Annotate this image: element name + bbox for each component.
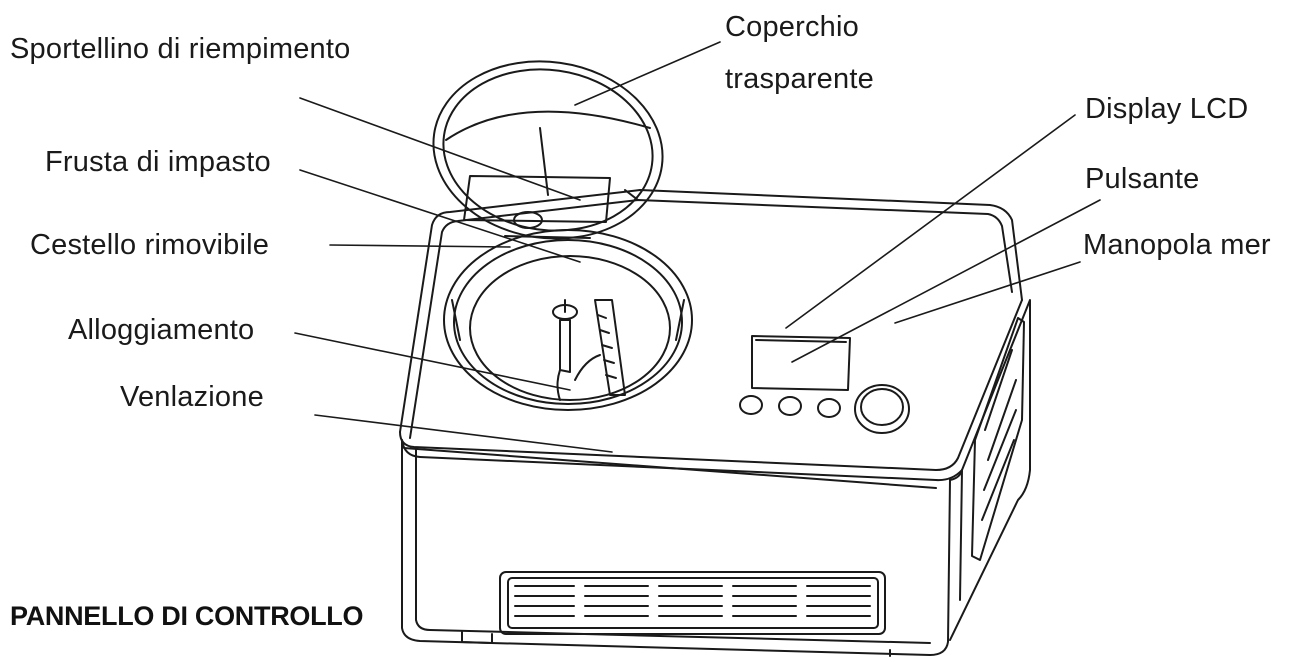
- label-knob: Manopola mer: [1083, 229, 1271, 261]
- transparent-lid: [432, 60, 664, 240]
- kneading-paddle: [552, 299, 626, 401]
- leader-lines: [294, 41, 1101, 453]
- machine-top: [399, 189, 1023, 489]
- front-vent-grill: [499, 571, 886, 635]
- label-lcd-display: Display LCD: [1085, 93, 1249, 125]
- label-removable-bowl: Cestello rimovibile: [30, 229, 270, 261]
- label-kneading-paddle: Frusta di impasto: [45, 146, 271, 178]
- label-ventilation: Venlazione: [120, 381, 264, 413]
- label-lid-line2: trasparente: [725, 63, 874, 95]
- label-lid-line1: Coperchio: [725, 11, 859, 43]
- label-filling-door: Sportellino di riempimento: [10, 33, 351, 65]
- page-title: PANNELLO DI CONTROLLO: [10, 601, 364, 631]
- control-panel: [739, 335, 910, 434]
- label-button: Pulsante: [1085, 163, 1200, 195]
- label-housing: Alloggiamento: [68, 314, 255, 346]
- side-vent-grill: [971, 317, 1025, 561]
- machine-body: [401, 299, 1031, 657]
